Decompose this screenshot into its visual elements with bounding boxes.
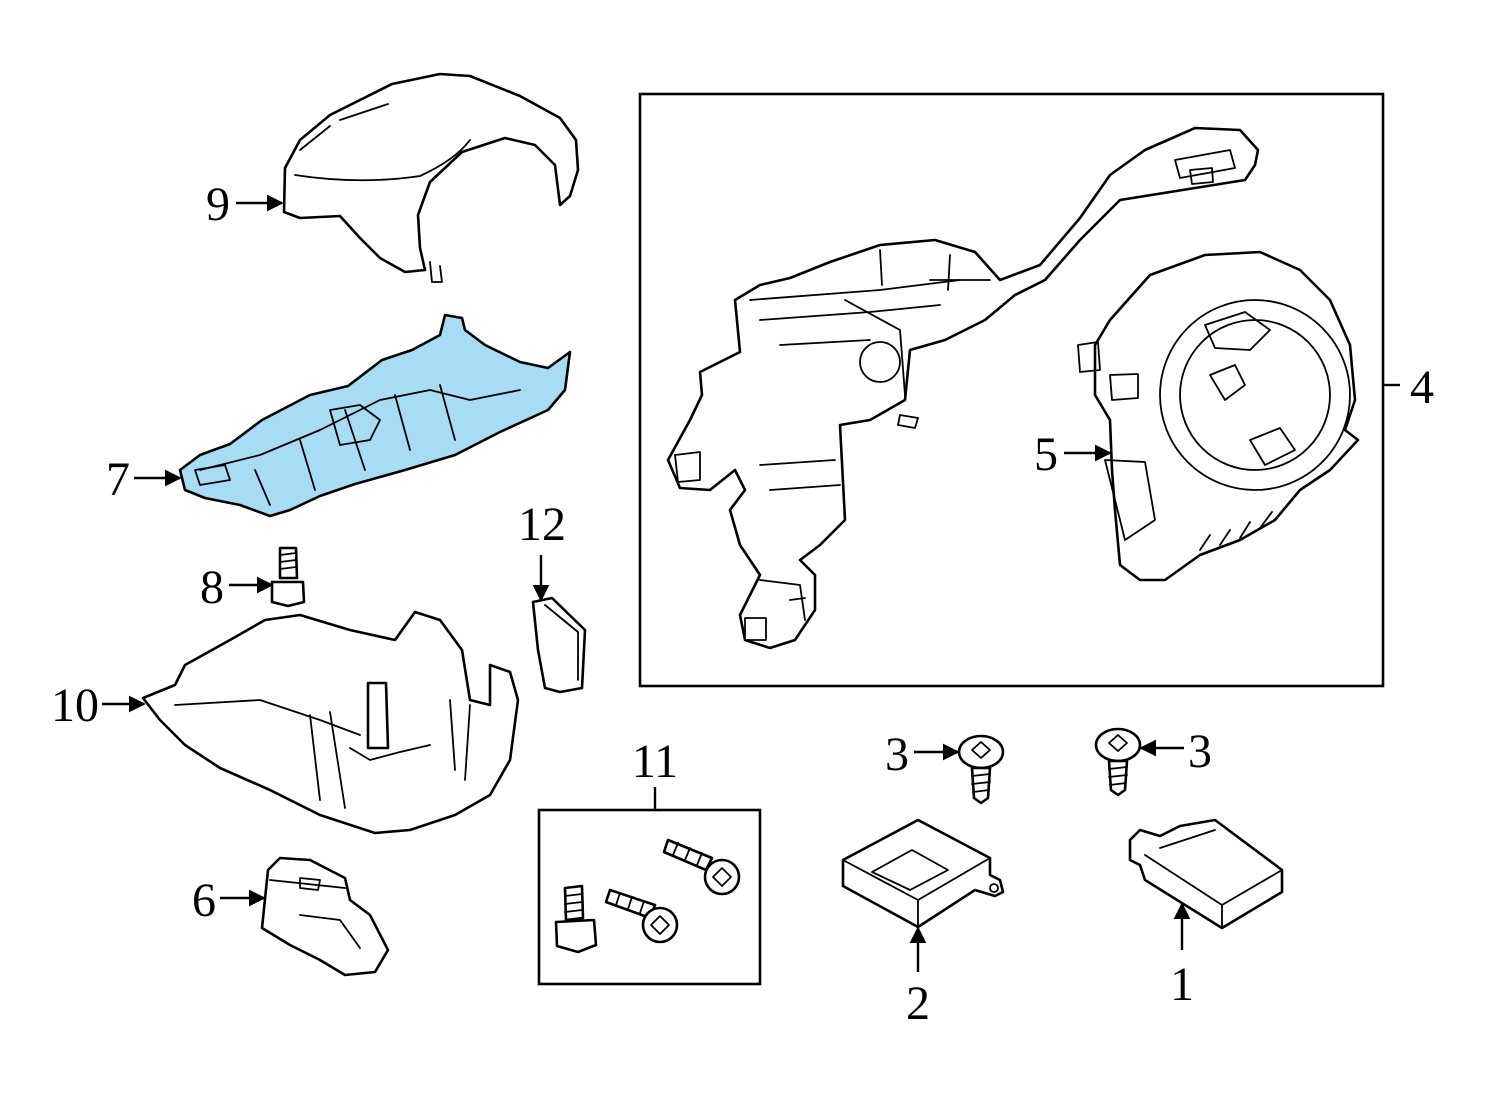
callout-2: 2 [906,977,930,1030]
callout-labels: 9 7 8 10 12 6 11 3 3 2 1 5 4 [51,178,1434,1030]
part-1-module[interactable] [1128,818,1284,930]
callout-6: 6 [192,874,216,927]
callout-7: 7 [106,453,130,506]
part-12-cover[interactable] [531,596,587,694]
callout-3a: 3 [885,728,909,781]
part-3-screw-b[interactable] [1094,727,1142,797]
part-6-switch[interactable] [260,856,390,977]
part-2-module[interactable] [841,818,1005,929]
callout-10: 10 [51,679,99,732]
callout-3b: 3 [1188,725,1212,778]
part-7-shroud-panel[interactable] [178,313,572,518]
callout-9: 9 [206,178,230,231]
assembly-4-frame [638,92,1385,688]
part-10-lower-shroud[interactable] [141,610,520,835]
hardware-kit-11-frame [537,808,762,986]
leader-lines [102,194,1400,972]
callout-12: 12 [518,498,566,551]
callout-11: 11 [632,735,678,788]
callout-8: 8 [200,561,224,614]
part-8-bolt[interactable] [270,546,306,608]
combination-switch[interactable] [666,126,1260,650]
part-5-clock-spring[interactable] [1077,250,1360,582]
part-9-upper-shroud[interactable] [282,72,580,283]
callout-1: 1 [1170,958,1194,1011]
callout-5: 5 [1034,428,1058,481]
callout-4: 4 [1410,361,1434,414]
part-3-screw-a[interactable] [957,734,1005,805]
part-11-bolts[interactable] [554,838,741,954]
